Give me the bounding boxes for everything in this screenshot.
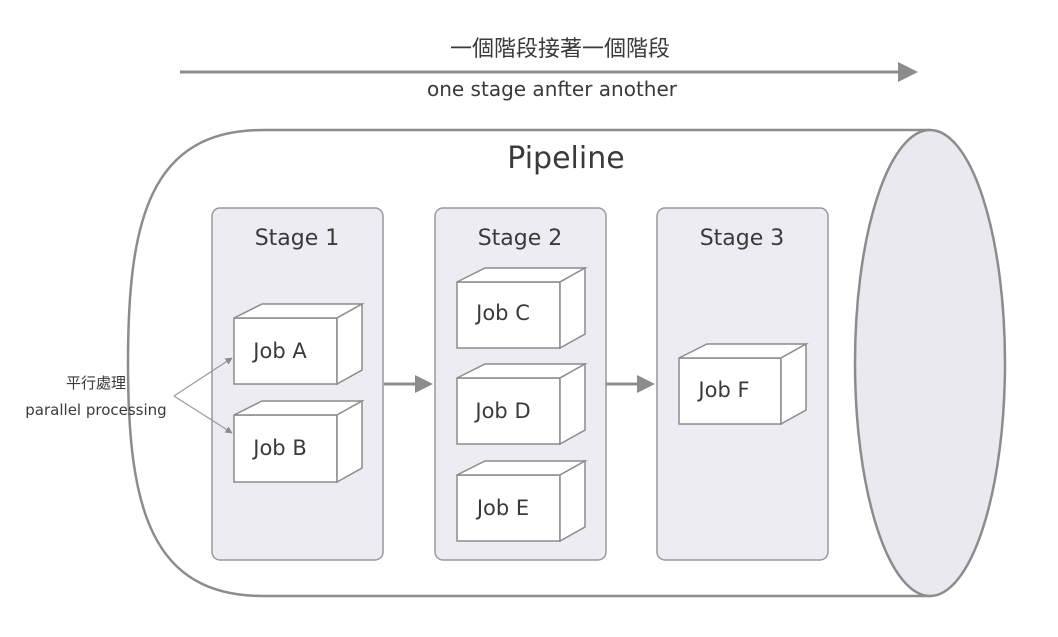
job-box: Job F: [678, 342, 809, 426]
job-label: Job A: [251, 339, 307, 363]
job-label: Job E: [475, 496, 529, 520]
header-title-en: one stage anfter another: [427, 77, 678, 101]
stage-2: Stage 2 Job C Job D Job E: [434, 207, 607, 561]
stage-3: Stage 3 Job F: [656, 207, 829, 561]
job-label: Job B: [251, 436, 306, 460]
stage-arrow-2-3: [606, 375, 655, 393]
parallel-label-en: parallel processing: [25, 401, 166, 419]
pipeline-label: Pipeline: [507, 141, 624, 176]
job-box: Job B: [233, 399, 365, 484]
stage-arrow-1-2: [384, 375, 433, 393]
job-box: Job C: [456, 266, 588, 350]
header-title-zh: 一個階段接著一個階段: [450, 37, 670, 62]
stage-1: Stage 1 Job A Job B: [211, 207, 384, 561]
job-box: Job E: [456, 459, 588, 543]
job-box: Job D: [456, 362, 588, 446]
parallel-label-zh: 平行處理: [66, 374, 126, 392]
pipeline-cylinder-cap: [853, 128, 1007, 598]
parallel-arrows: [173, 357, 233, 434]
stage-title: Stage 2: [478, 226, 563, 251]
job-label: Job F: [696, 378, 749, 402]
stage-title: Stage 1: [255, 226, 340, 251]
stage-title: Stage 3: [700, 226, 785, 251]
job-label: Job C: [474, 301, 530, 325]
job-label: Job D: [473, 399, 530, 423]
job-box: Job A: [233, 302, 365, 386]
sequence-arrow: [180, 62, 918, 82]
